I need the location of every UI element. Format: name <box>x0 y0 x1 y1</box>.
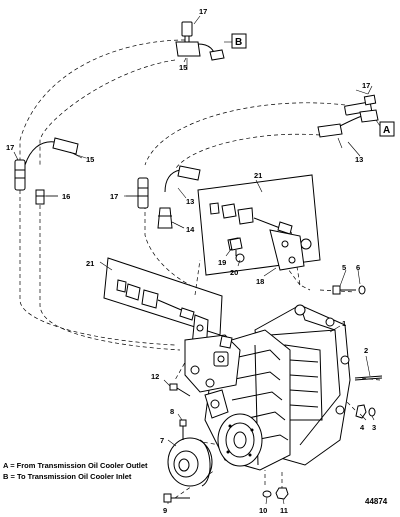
callout-13-right: 13 <box>355 155 363 164</box>
stud-part-2 <box>354 375 383 381</box>
callout-15-left: 15 <box>86 155 94 164</box>
callout-6: 6 <box>356 263 360 272</box>
callout-4: 4 <box>360 423 365 432</box>
callout-19: 19 <box>218 258 226 267</box>
bolt-washer-5-6 <box>332 285 366 295</box>
box-label-b: B <box>235 37 242 48</box>
upper-right-fitting-assembly <box>317 85 395 149</box>
callout-21-upper: 21 <box>254 171 262 180</box>
callout-11: 11 <box>280 506 288 515</box>
callout-13-middle: 13 <box>186 197 194 206</box>
bolt-washer-19-20 <box>229 237 243 256</box>
callout-3: 3 <box>372 423 376 432</box>
callout-10: 10 <box>259 506 267 515</box>
callout-17-middle: 17 <box>110 192 118 201</box>
cooler-coupler-part-7 <box>167 437 213 487</box>
legend-b: B = To Transmission Oil Cooler Inlet <box>3 472 132 481</box>
bolt-part-8 <box>179 419 187 440</box>
figure-number: 44874 <box>365 497 388 506</box>
callout-12: 12 <box>151 372 159 381</box>
callout-17-top: 17 <box>199 7 207 16</box>
callout-20: 20 <box>230 268 238 277</box>
callout-8: 8 <box>170 407 174 416</box>
callout-17-left: 17 <box>6 143 14 152</box>
callout-15-top: 15 <box>179 63 187 72</box>
left-fitting-assembly <box>14 137 83 205</box>
bolt-part-12 <box>169 383 191 397</box>
transmission-housing <box>184 304 351 471</box>
callout-5: 5 <box>342 263 346 272</box>
washer-nut-3-4 <box>355 404 376 419</box>
callout-labels: 17 15 17 13 17 15 16 17 13 14 21 21 19 2… <box>6 7 376 515</box>
callout-21-lower: 21 <box>86 259 94 268</box>
legend-a: A = From Transmission Oil Cooler Outlet <box>3 461 148 470</box>
callout-14: 14 <box>186 225 195 234</box>
callout-17-right: 17 <box>362 81 370 90</box>
callout-9: 9 <box>163 506 167 515</box>
callout-18: 18 <box>256 277 264 286</box>
bolt-part-9 <box>163 493 190 503</box>
box-label-a: A <box>383 125 390 136</box>
hose-routing-lines <box>19 39 381 499</box>
upper-left-fitting-assembly <box>175 21 247 70</box>
middle-fitting-assembly <box>126 165 201 229</box>
washer-nut-10-11 <box>262 487 289 500</box>
callout-7: 7 <box>160 436 164 445</box>
callout-2: 2 <box>364 346 368 355</box>
upper-bracket-panel <box>197 174 321 276</box>
callout-16: 16 <box>62 192 70 201</box>
callout-1: 1 <box>342 319 346 328</box>
leader-lines <box>13 15 375 505</box>
